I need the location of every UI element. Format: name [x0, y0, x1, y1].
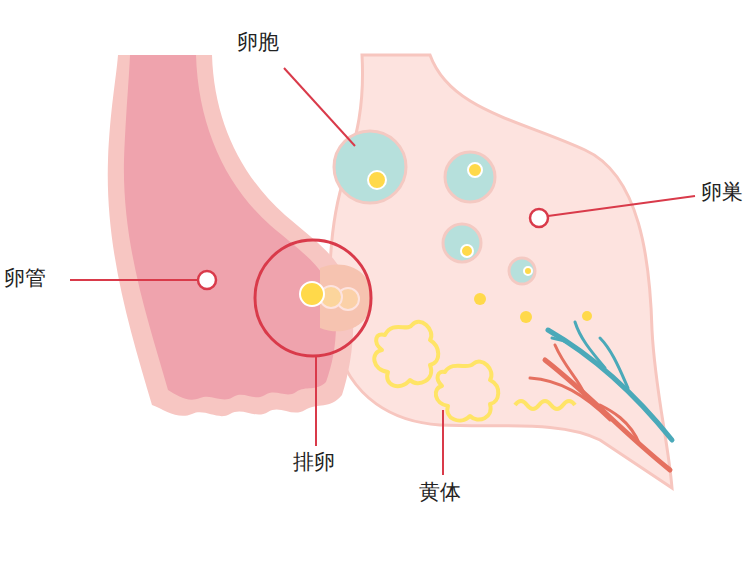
- corpus-luteum: [374, 322, 575, 421]
- leader-lines: [70, 68, 695, 475]
- blood-vessels: [530, 322, 672, 470]
- ovary-shape: [330, 55, 672, 488]
- part-label: 卵管: [4, 266, 46, 291]
- egg: [300, 282, 324, 306]
- rupture: [320, 265, 372, 332]
- leader-dots: [198, 209, 548, 289]
- part-label: 排卵: [293, 450, 335, 475]
- callout-ring: [255, 240, 371, 356]
- part-label: 黄体: [419, 480, 461, 505]
- follicles: [334, 131, 535, 284]
- part-label: 卵胞: [237, 30, 279, 55]
- tube-inner: [124, 55, 336, 400]
- part-label: 卵巣: [701, 180, 743, 205]
- oocytes: [368, 163, 592, 323]
